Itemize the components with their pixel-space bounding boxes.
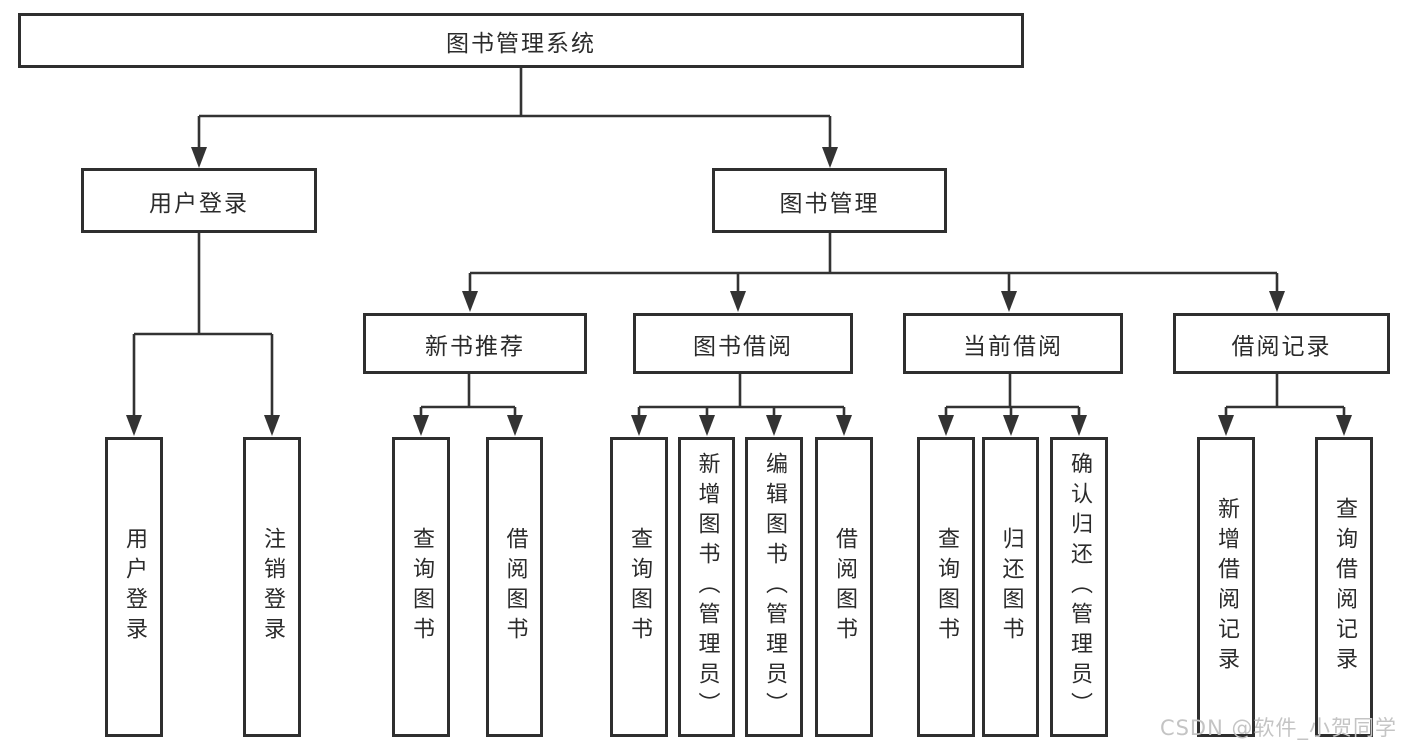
- node-borrow-borrow-book-label: 借阅图书: [832, 527, 857, 647]
- node-user-login: 用户登录: [81, 168, 317, 233]
- node-user-login-label: 用户登录: [149, 190, 249, 217]
- connector-borrow-split: [637, 374, 846, 415]
- node-borrow-query-book: 查询图书: [610, 437, 668, 737]
- node-root: 图书管理系统: [18, 13, 1024, 68]
- node-leaf-user-login: 用户登录: [105, 437, 163, 737]
- node-borrow-add-book-admin: 新增图书（管理员）: [678, 437, 735, 737]
- node-current-confirm-return-admin: 确认归还（管理员）: [1050, 437, 1108, 737]
- node-records-add-record-label: 新增借阅记录: [1214, 497, 1239, 677]
- node-current-borrow: 当前借阅: [903, 313, 1123, 374]
- node-book-management: 图书管理: [712, 168, 947, 233]
- connector-records-split: [1224, 374, 1346, 415]
- node-root-label: 图书管理系统: [446, 30, 596, 57]
- node-recommend-query-book: 查询图书: [392, 437, 450, 737]
- node-borrow-edit-book-admin: 编辑图书（管理员）: [745, 437, 803, 737]
- node-book-borrow-label: 图书借阅: [693, 333, 793, 360]
- node-leaf-user-login-label: 用户登录: [122, 527, 147, 647]
- node-book-management-label: 图书管理: [779, 190, 880, 217]
- node-borrow-query-book-label: 查询图书: [627, 527, 652, 647]
- connector-user-login-split: [132, 233, 274, 415]
- node-new-book-recommend-label: 新书推荐: [425, 333, 525, 360]
- node-recommend-borrow-book-label: 借阅图书: [502, 527, 528, 647]
- node-borrow-records: 借阅记录: [1173, 313, 1390, 374]
- node-book-borrow: 图书借阅: [633, 313, 853, 374]
- node-borrow-records-label: 借阅记录: [1231, 333, 1332, 360]
- node-leaf-logout: 注销登录: [243, 437, 301, 737]
- node-current-query-book-label: 查询图书: [934, 527, 959, 647]
- node-records-query-record: 查询借阅记录: [1315, 437, 1373, 737]
- node-borrow-add-book-admin-label: 新增图书（管理员）: [694, 452, 720, 722]
- connector-current-split: [944, 374, 1081, 415]
- arrowheads: [126, 147, 1352, 436]
- connector-recommend-split: [419, 374, 517, 415]
- node-current-return-book: 归还图书: [982, 437, 1039, 737]
- node-recommend-borrow-book: 借阅图书: [486, 437, 543, 737]
- node-records-query-record-label: 查询借阅记录: [1332, 497, 1357, 677]
- node-current-borrow-label: 当前借阅: [963, 333, 1063, 360]
- node-current-return-book-label: 归还图书: [998, 527, 1024, 647]
- connector-root-to-level1: [197, 68, 832, 147]
- node-current-confirm-return-admin-label: 确认归还（管理员）: [1067, 452, 1092, 722]
- node-borrow-borrow-book: 借阅图书: [815, 437, 873, 737]
- node-new-book-recommend: 新书推荐: [363, 313, 587, 374]
- watermark: CSDN @软件_小贺同学: [1159, 716, 1397, 740]
- node-borrow-edit-book-admin-label: 编辑图书（管理员）: [762, 452, 787, 722]
- connector-book-management-split: [468, 233, 1279, 291]
- node-recommend-query-book-label: 查询图书: [409, 527, 434, 647]
- node-current-query-book: 查询图书: [917, 437, 975, 737]
- node-leaf-logout-label: 注销登录: [260, 527, 285, 647]
- node-records-add-record: 新增借阅记录: [1197, 437, 1255, 737]
